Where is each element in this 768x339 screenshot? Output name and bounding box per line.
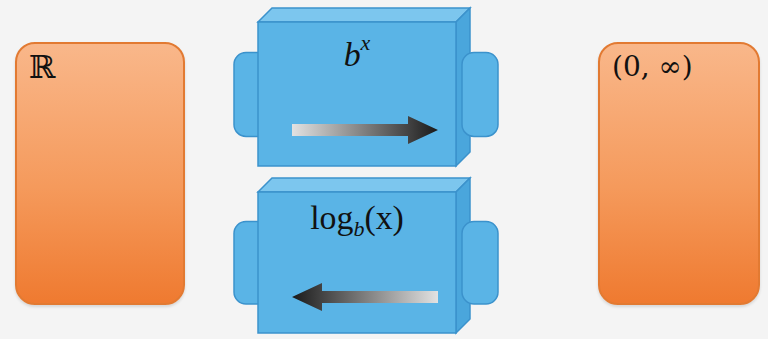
machine-front	[258, 22, 456, 166]
math-text: ℝ	[29, 48, 56, 86]
direction-arrow	[292, 283, 438, 311]
machine-illustration	[230, 2, 502, 170]
subscript: b	[353, 216, 364, 241]
math-text: b	[344, 36, 361, 73]
machine-top	[258, 178, 470, 192]
machine-illustration	[230, 172, 502, 337]
function-machine: logb(x)	[230, 172, 502, 337]
function-machine: bx	[230, 2, 502, 170]
machine-top	[258, 8, 470, 22]
machine-nozzle	[462, 52, 498, 136]
set-box: ℝ	[15, 42, 185, 305]
direction-arrow	[292, 116, 438, 144]
function-label: logb(x)	[258, 198, 456, 242]
function-label: bx	[258, 30, 456, 76]
math-text: (x)	[364, 199, 403, 236]
superscript: x	[361, 30, 371, 55]
set-label: (0, ∞)	[612, 50, 693, 84]
math-text: (0, ∞)	[612, 50, 693, 83]
machine-front	[258, 192, 456, 333]
machine-nozzle	[462, 222, 498, 305]
set-label: ℝ	[29, 48, 56, 86]
math-text: log	[310, 199, 353, 236]
set-box: (0, ∞)	[598, 42, 760, 305]
